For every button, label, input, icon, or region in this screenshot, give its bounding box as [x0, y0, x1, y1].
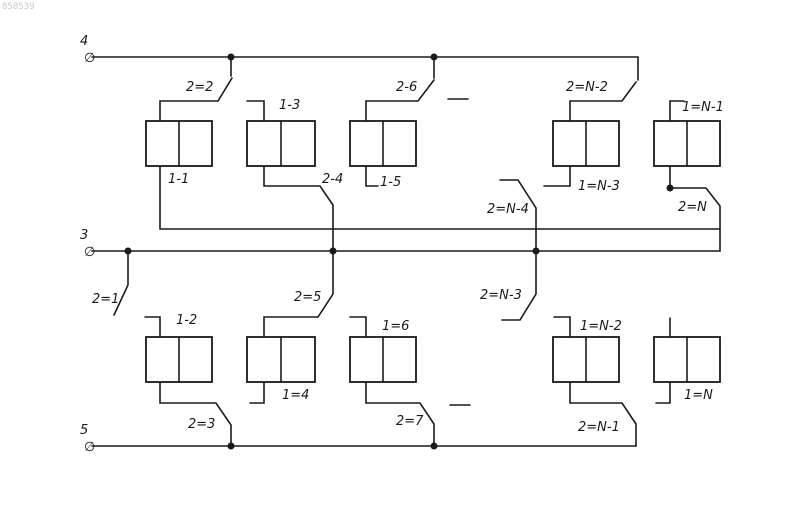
document-stamp: 858539 — [2, 2, 35, 12]
junction-dot — [228, 443, 235, 450]
wire-1-6-top — [350, 317, 366, 337]
contact-2-n-3 — [502, 251, 536, 320]
wire-1-n-bottom — [656, 382, 670, 403]
label-coil-1-1: 1-1 — [168, 172, 189, 187]
label-contact-2-n-1: 2=N-1 — [578, 420, 620, 435]
upper-row — [146, 57, 720, 251]
junction-dot — [330, 248, 337, 255]
junction-dot — [431, 443, 438, 450]
label-contact-2-6: 2-6 — [396, 80, 417, 95]
label-coil-1-2: 1-2 — [176, 313, 197, 328]
wire-1-n-2-top — [554, 317, 570, 337]
terminal-3-symbol: ∅ — [84, 245, 95, 260]
label-contact-2-n-2: 2=N-2 — [566, 80, 608, 95]
label-contact-2-n: 2=N — [678, 200, 707, 215]
label-coil-1-6: 1=6 — [382, 319, 409, 334]
label-coil-1-n-1: 1=N-1 — [682, 100, 724, 115]
label-contact-2-5: 2=5 — [294, 290, 321, 305]
terminal-5-symbol: ∅ — [84, 440, 95, 455]
terminal-5-label: 5 — [80, 423, 88, 438]
label-contact-2-n-3: 2=N-3 — [480, 288, 522, 303]
junction-dot — [125, 248, 132, 255]
junction-dot — [533, 248, 540, 255]
label-contact-2-1: 2=1 — [92, 292, 119, 307]
label-contact-2-n-4: 2=N-4 — [487, 202, 529, 217]
wire-1-n-2-bottom — [570, 382, 636, 446]
junction-dot — [667, 185, 674, 192]
wire-1-2-bottom — [160, 382, 231, 446]
label-coil-1-4: 1=4 — [282, 388, 309, 403]
label-contact-2-7: 2=7 — [396, 414, 424, 429]
wire-1-2-top — [145, 317, 160, 337]
label-contact-2-4: 2-4 — [322, 172, 343, 187]
label-contact-2-2: 2=2 — [186, 80, 213, 95]
label-coil-1-5: 1-5 — [380, 175, 401, 190]
label-coil-1-3: 1-3 — [279, 98, 300, 113]
wire-1-5-bottom — [366, 166, 378, 186]
label-coil-1-n: 1=N — [684, 388, 713, 403]
junction-dot — [431, 54, 438, 61]
label-contact-2-3: 2=3 — [188, 417, 215, 432]
terminal-3-label: 3 — [80, 228, 88, 243]
wire-1-4-bottom — [250, 382, 264, 403]
terminals: 4 ∅ 3 ∅ 5 ∅ — [80, 34, 95, 455]
terminal-4-label: 4 — [80, 34, 88, 49]
label-coil-1-n-3: 1=N-3 — [578, 179, 620, 194]
wire-1-3-top — [247, 101, 264, 121]
wire-1-n-3-bottom — [544, 166, 570, 186]
junction-dot — [228, 54, 235, 61]
bus-lines — [92, 57, 720, 446]
label-coil-1-n-2: 1=N-2 — [580, 319, 622, 334]
wire-1-1-bottom — [160, 166, 720, 229]
terminal-4-symbol: ∅ — [84, 51, 95, 66]
